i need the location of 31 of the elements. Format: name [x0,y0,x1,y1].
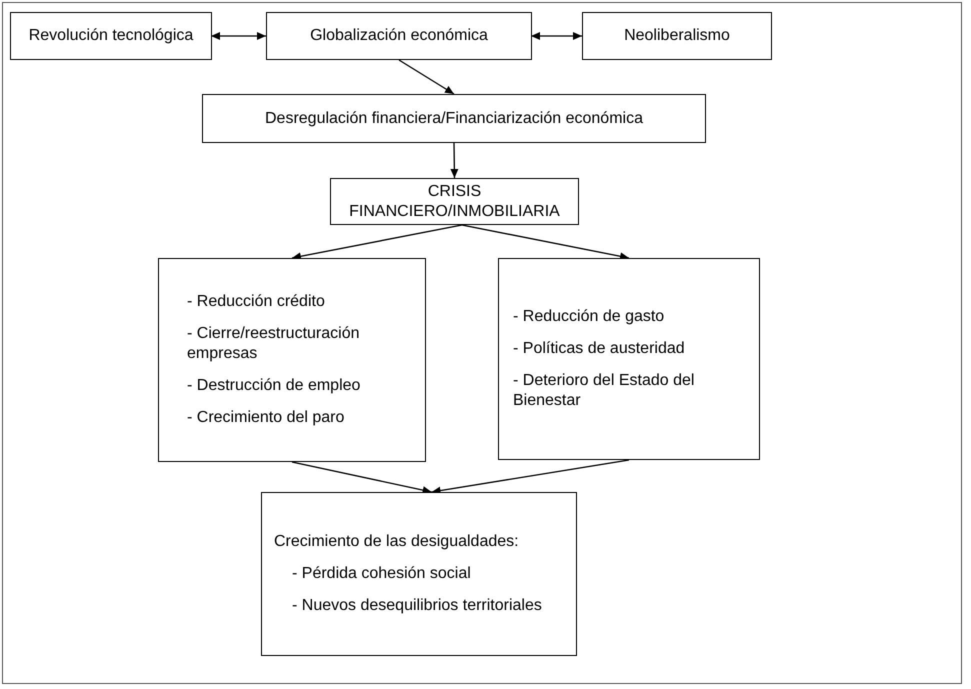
arrow [462,224,630,260]
box-text: Globalización económica [310,26,488,46]
process-box [10,12,212,60]
process-box [202,94,706,143]
process-box [582,12,772,60]
box-text: - Cierre/reestructuración empresas [187,324,360,364]
box-text: CRISIS FINANCIERO/INMOBILIARIA [348,182,561,222]
process-box [330,178,579,225]
box-text: - Nuevos desequilibrios territoriales [291,596,543,616]
box-text: - Reducción crédito [187,292,326,312]
box-text: - Destrucción de empleo [187,376,362,396]
arrow [432,459,630,494]
process-box [498,258,760,460]
arrow [398,59,454,95]
arrow [450,143,458,178]
arrow [531,32,582,40]
box-text: - Crecimiento del paro [187,408,346,428]
box-text: - Pérdida cohesión social [291,564,472,584]
box-text: Crecimiento de las desigualdades: [274,532,520,552]
box-text: Desregulación financiera/Financiarización económica [265,108,643,128]
process-box [158,258,426,462]
process-box [266,12,532,60]
process-box [261,492,577,656]
arrow [292,224,462,260]
box-text: Neoliberalismo [624,26,730,46]
arrow [211,32,266,40]
box-text: - Políticas de austeridad [513,339,686,359]
box-text: - Deterioro del Estado del Bienestar [513,371,696,411]
arrow [292,461,432,494]
box-text: - Reducción de gasto [513,307,666,327]
box-text: Revolución tecnológica [28,26,194,46]
